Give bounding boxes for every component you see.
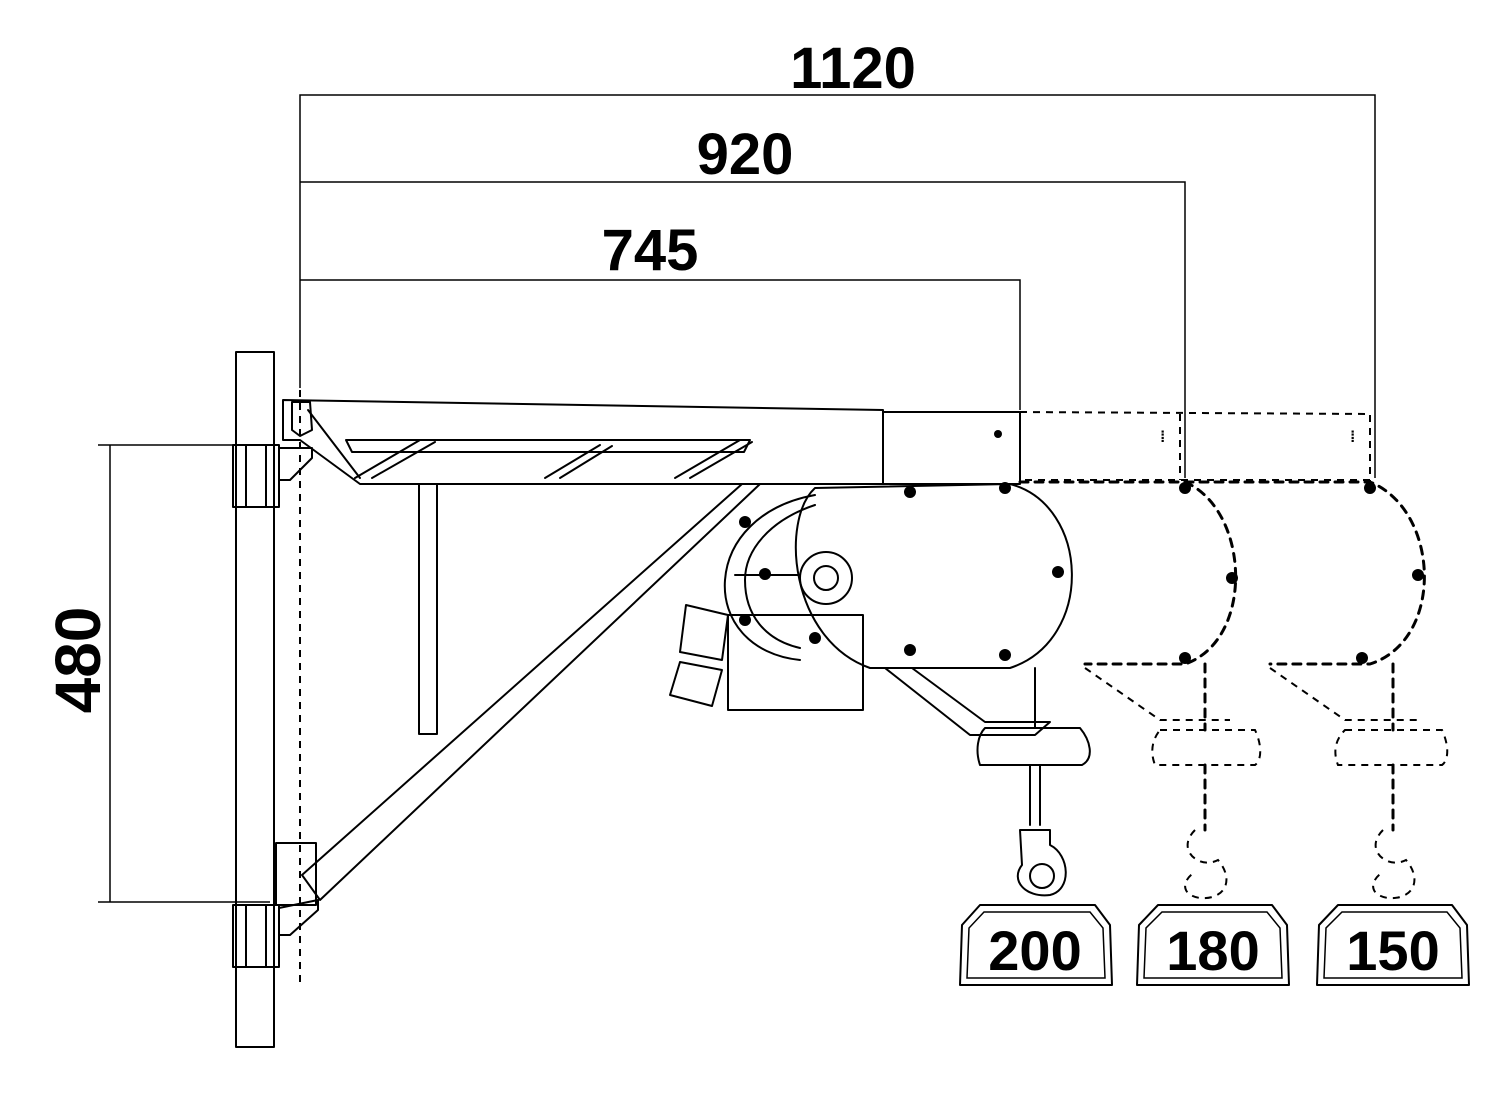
dim-line-745 [300, 279, 1021, 410]
hook-block [976, 727, 1091, 766]
dim-label-1120: 1120 [790, 36, 916, 101]
dim-line-920 [300, 181, 1186, 478]
vertical-strut [418, 483, 438, 735]
jib-arm: ⁞ ⁞ [282, 399, 1371, 901]
svg-text:⁞: ⁞ [1160, 429, 1165, 446]
chain-1120 [1372, 829, 1416, 900]
lower-bracket-plate [275, 842, 317, 906]
beam-main [282, 399, 884, 485]
dimension-lines [98, 94, 1376, 903]
dim-label-745: 745 [602, 218, 699, 283]
winch-position-1120 [1183, 480, 1449, 900]
svg-text:⁞: ⁞ [1350, 429, 1355, 446]
load-weight-150: 150 [1316, 904, 1470, 986]
telescope-extended [1019, 411, 1371, 481]
drum-hub [799, 551, 853, 605]
winch-position-920 [1018, 480, 1262, 900]
mast [232, 351, 319, 1048]
upper-clamp [232, 444, 280, 508]
control-pendant [679, 604, 729, 661]
dim-label-920: 920 [697, 122, 794, 187]
load-label-200: 200 [988, 919, 1081, 982]
winch-drum-cover [794, 483, 1073, 669]
mast-tube [235, 351, 275, 1048]
lower-clamp [232, 904, 280, 968]
load-weight-180: 180 [1136, 904, 1290, 986]
load-label-180: 180 [1166, 919, 1259, 982]
dim-label-480: 480 [42, 607, 114, 714]
winch-housing [669, 482, 1091, 897]
hook-200 [1016, 829, 1067, 897]
chain-920 [1184, 829, 1228, 900]
load-label-150: 150 [1346, 919, 1439, 982]
telescope-section [882, 411, 1021, 485]
diagonal-brace [301, 483, 761, 901]
motor-box [727, 614, 864, 711]
dim-line-1120 [299, 94, 1376, 478]
load-weight-200: 200 [959, 904, 1113, 986]
